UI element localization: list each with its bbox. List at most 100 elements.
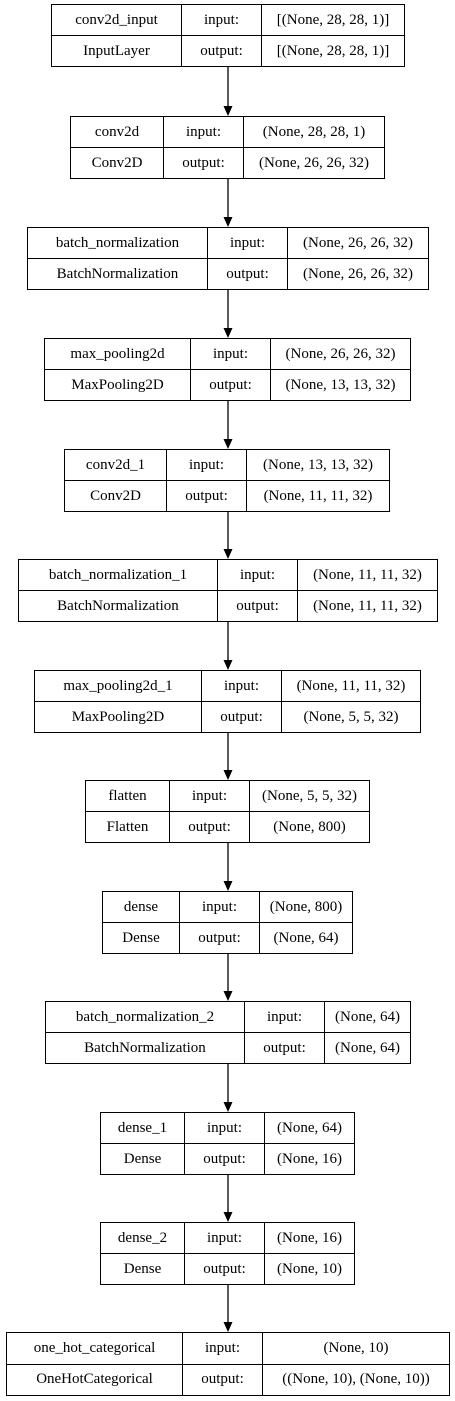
arrow-head bbox=[223, 106, 233, 116]
arrow-head bbox=[223, 217, 233, 227]
output-label: output: bbox=[201, 701, 282, 732]
output-shape: (None, 64) bbox=[324, 1032, 410, 1063]
input-shape: (None, 64) bbox=[324, 1002, 410, 1033]
input-label: input: bbox=[244, 1002, 325, 1033]
input-label: input: bbox=[184, 1113, 265, 1144]
input-label: input: bbox=[190, 339, 271, 370]
arrow-head bbox=[223, 1322, 233, 1332]
output-label: output: bbox=[163, 147, 244, 178]
output-label: output: bbox=[169, 811, 250, 842]
input-label: input: bbox=[179, 892, 260, 923]
output-label: output: bbox=[182, 1363, 263, 1395]
layer-type: Dense bbox=[101, 1253, 185, 1284]
output-label: output: bbox=[181, 35, 262, 66]
layer-type: BatchNormalization bbox=[28, 258, 208, 289]
input-shape: (None, 16) bbox=[264, 1223, 354, 1254]
layer-name: batch_normalization bbox=[28, 228, 208, 259]
input-shape: (None, 26, 26, 32) bbox=[270, 339, 410, 370]
output-label: output: bbox=[166, 480, 247, 511]
layer-name: conv2d_1 bbox=[65, 450, 167, 481]
arrow-head bbox=[223, 439, 233, 449]
layer-name: batch_normalization_1 bbox=[19, 560, 218, 591]
input-label: input: bbox=[163, 117, 244, 148]
output-shape: [(None, 28, 28, 1)] bbox=[261, 35, 404, 66]
output-shape: ((None, 10), (None, 10)) bbox=[262, 1363, 449, 1395]
layer-name: dense bbox=[103, 892, 180, 923]
arrow-head bbox=[223, 1102, 233, 1112]
layer-name: batch_normalization_2 bbox=[46, 1002, 245, 1033]
input-label: input: bbox=[169, 781, 250, 812]
layer-type: InputLayer bbox=[52, 35, 182, 66]
input-label: input: bbox=[182, 1333, 263, 1365]
input-shape: (None, 13, 13, 32) bbox=[246, 450, 389, 481]
input-shape: (None, 64) bbox=[264, 1113, 354, 1144]
input-shape: (None, 28, 28, 1) bbox=[243, 117, 384, 148]
input-shape: (None, 800) bbox=[259, 892, 352, 923]
output-label: output: bbox=[217, 590, 298, 621]
layer-name: conv2d_input bbox=[52, 5, 182, 36]
output-shape: (None, 16) bbox=[264, 1143, 354, 1174]
input-shape: (None, 5, 5, 32) bbox=[249, 781, 369, 812]
layer-name: one_hot_categorical bbox=[7, 1333, 183, 1365]
arrow-head bbox=[223, 328, 233, 338]
output-label: output: bbox=[190, 369, 271, 400]
output-label: output: bbox=[244, 1032, 325, 1063]
layer-name: dense_2 bbox=[101, 1223, 185, 1254]
input-shape: (None, 26, 26, 32) bbox=[287, 228, 428, 259]
input-label: input: bbox=[181, 5, 262, 36]
arrow-head bbox=[223, 991, 233, 1001]
input-label: input: bbox=[217, 560, 298, 591]
output-shape: (None, 26, 26, 32) bbox=[287, 258, 428, 289]
output-label: output: bbox=[179, 922, 260, 953]
output-shape: (None, 11, 11, 32) bbox=[246, 480, 389, 511]
arrow-head bbox=[223, 770, 233, 780]
layer-name: max_pooling2d_1 bbox=[35, 671, 202, 702]
layer-name: conv2d bbox=[71, 117, 164, 148]
input-shape: (None, 11, 11, 32) bbox=[297, 560, 437, 591]
layer-type: Conv2D bbox=[65, 480, 167, 511]
arrow-head bbox=[223, 549, 233, 559]
output-shape: (None, 64) bbox=[259, 922, 352, 953]
layer-type: MaxPooling2D bbox=[35, 701, 202, 732]
input-shape: (None, 10) bbox=[262, 1333, 449, 1365]
output-shape: (None, 5, 5, 32) bbox=[281, 701, 420, 732]
output-label: output: bbox=[184, 1143, 265, 1174]
output-label: output: bbox=[184, 1253, 265, 1284]
